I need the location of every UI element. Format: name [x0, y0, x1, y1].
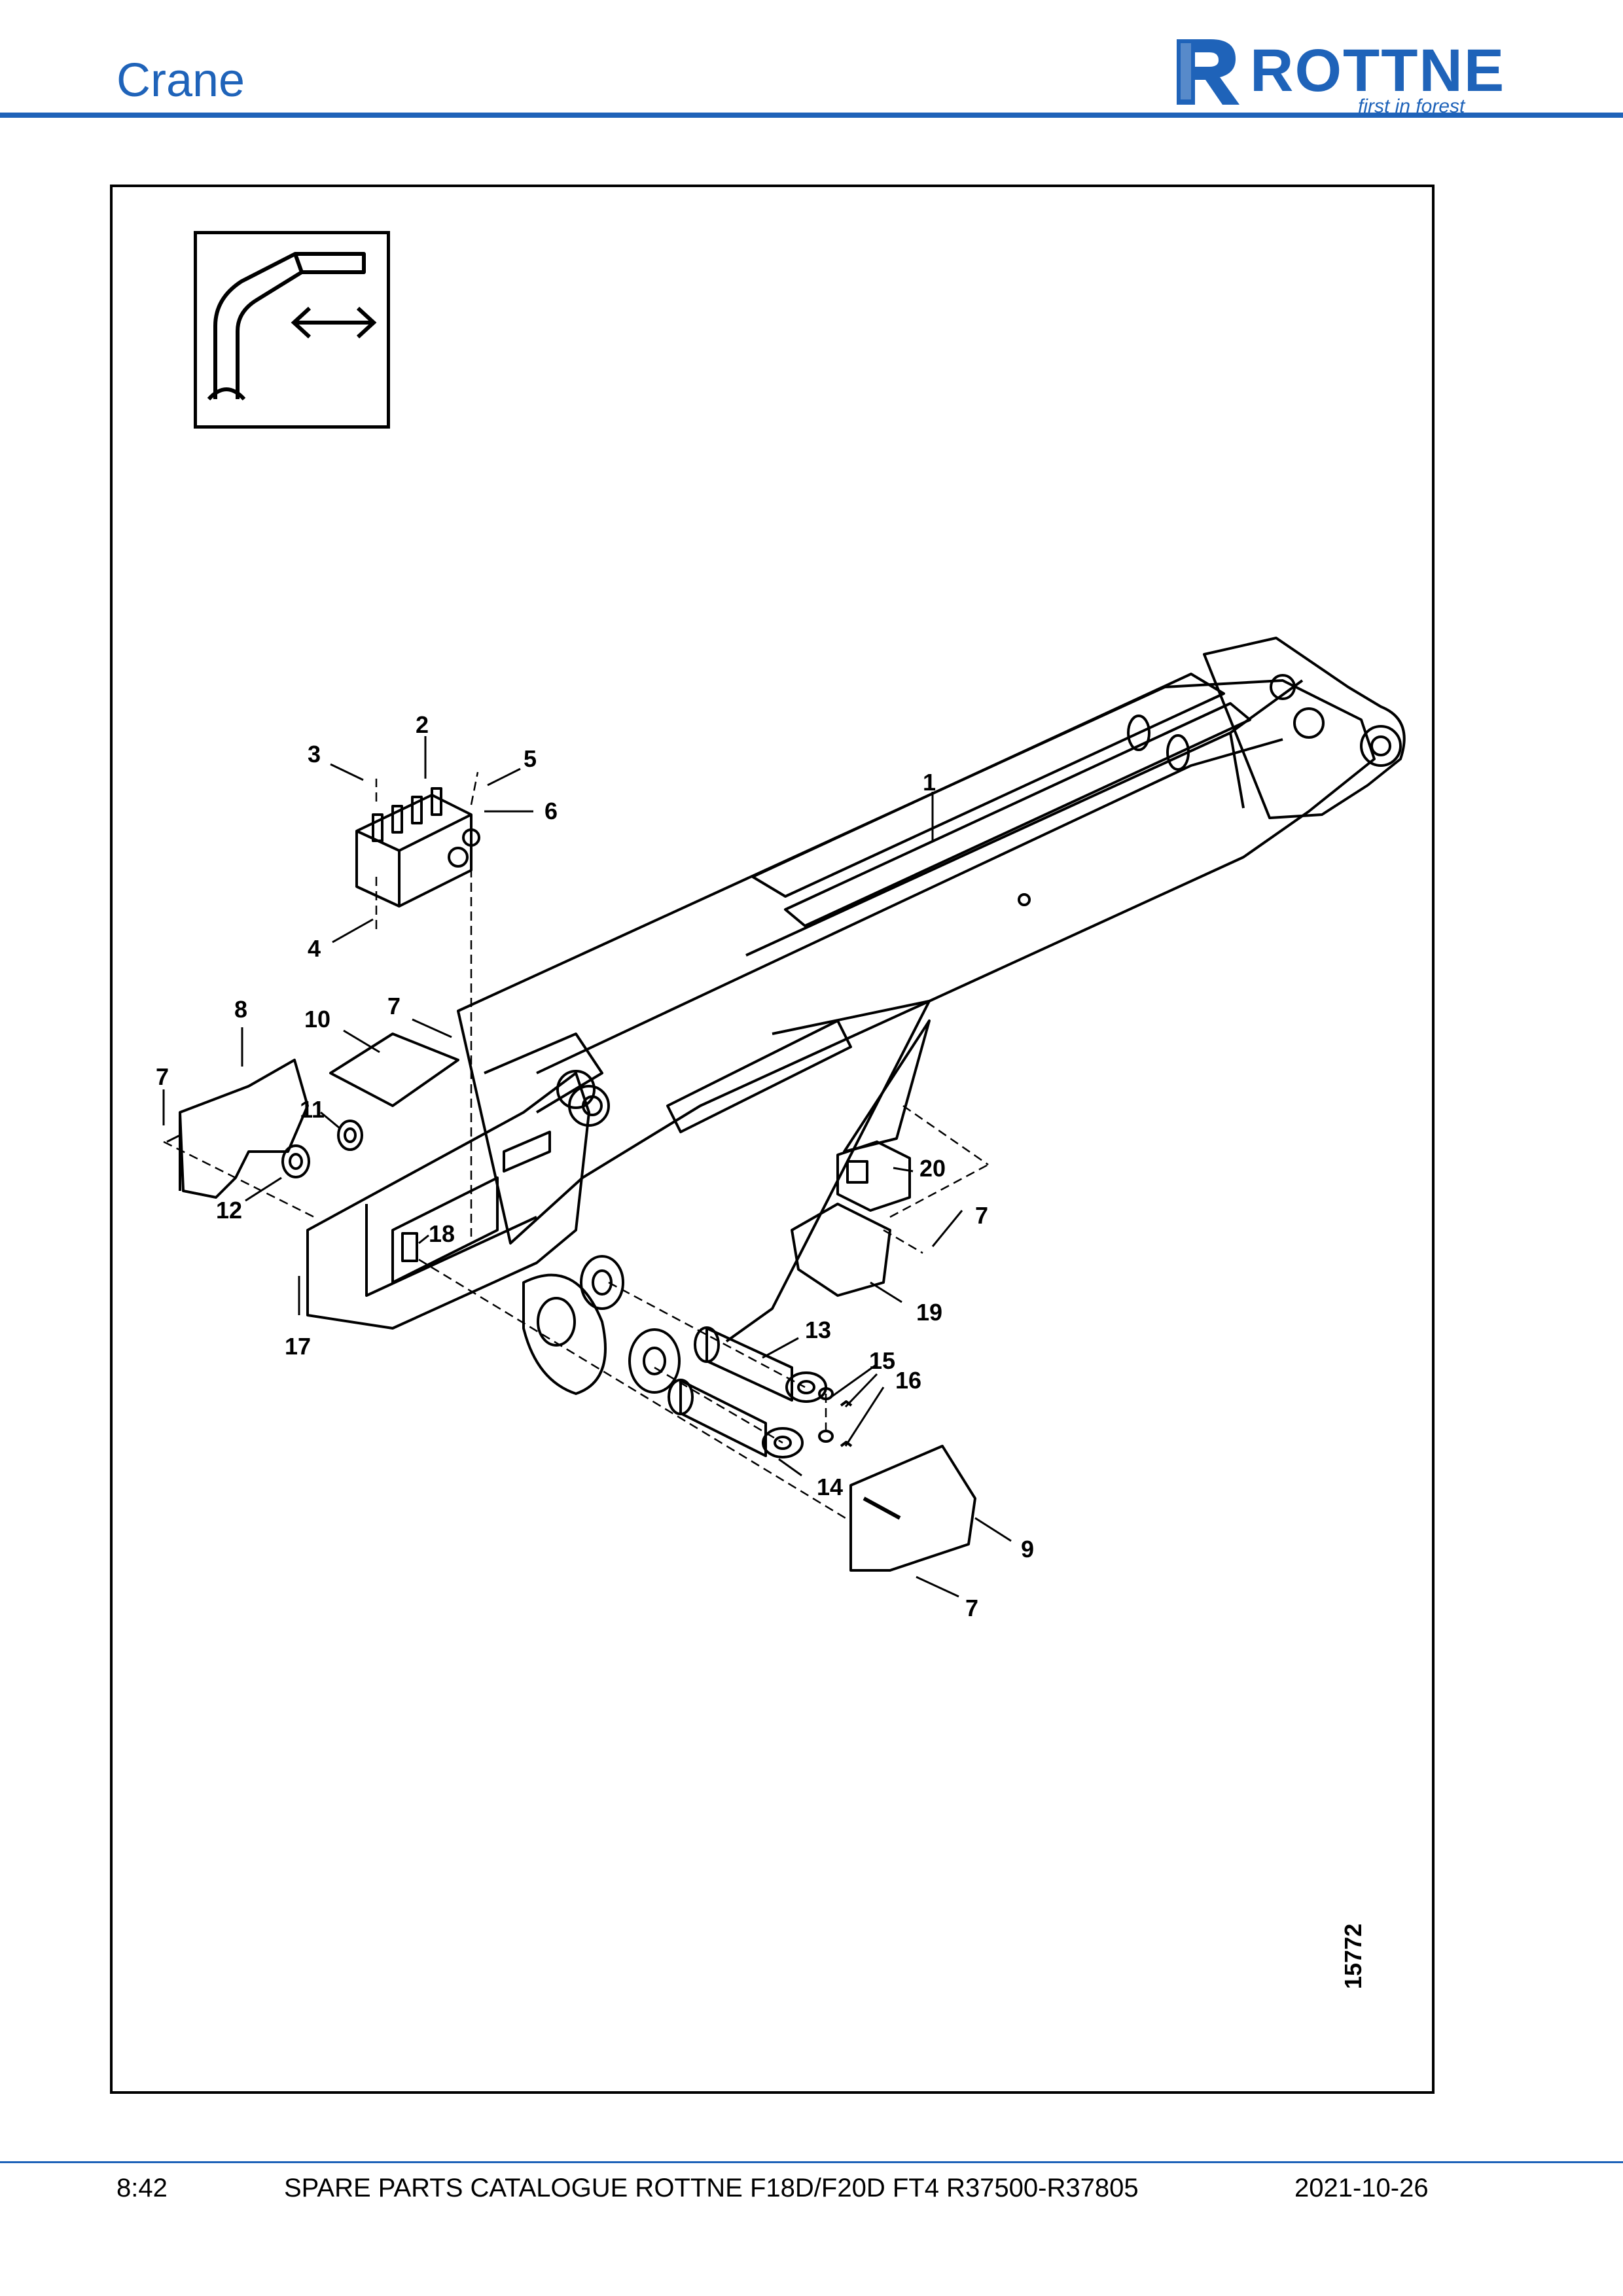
- catalogue-title: SPARE PARTS CATALOGUE ROTTNE F18D/F20D F…: [284, 2174, 1139, 2202]
- callout-11: 11: [300, 1096, 325, 1123]
- callout-18: 18: [429, 1220, 455, 1247]
- page-number: 8:42: [116, 2174, 168, 2202]
- logo-wordmark: ROTTNE: [1250, 37, 1506, 104]
- callout-4: 4: [308, 935, 321, 962]
- valve-block: [355, 794, 473, 908]
- crane-boom-extension-icon: [207, 252, 377, 401]
- callout-7-lower: 7: [965, 1595, 978, 1621]
- figure-frame: [110, 185, 1435, 2094]
- cover-plate-10: [329, 1033, 459, 1107]
- callout-6: 6: [544, 798, 558, 824]
- footer-divider: [0, 2161, 1623, 2163]
- callout-2: 2: [416, 711, 429, 738]
- drawing-number: 15772: [1340, 1924, 1366, 1989]
- callout-3: 3: [308, 741, 321, 768]
- rottne-logo: ROTTNE first in forest: [1171, 34, 1512, 116]
- cover-8: [179, 1059, 309, 1199]
- callout-1: 1: [923, 769, 936, 796]
- callout-7-upper: 7: [387, 993, 401, 1019]
- callout-20: 20: [919, 1155, 946, 1182]
- symbol-box: [194, 231, 390, 429]
- callout-19: 19: [916, 1299, 942, 1326]
- display-box-20: [836, 1140, 911, 1212]
- crane-exploded-view: 1 2 3 4 5 6 7 7 7 7 8 9 10 11 12 13 14 1…: [156, 637, 1406, 1989]
- callout-16: 16: [895, 1367, 921, 1394]
- callout-14: 14: [817, 1474, 843, 1500]
- catalogue-date: 2021-10-26: [1294, 2174, 1429, 2202]
- callout-12: 12: [216, 1197, 242, 1224]
- callout-17: 17: [285, 1333, 311, 1360]
- base-frame: [306, 1072, 590, 1330]
- callout-5: 5: [524, 745, 537, 772]
- bracket-19: [791, 1203, 891, 1297]
- callout-15: 15: [869, 1347, 895, 1374]
- callout-10: 10: [304, 1006, 330, 1033]
- page-title: Crane: [116, 54, 245, 107]
- callout-7-right: 7: [975, 1202, 988, 1229]
- callout-7-left: 7: [156, 1063, 169, 1090]
- callout-8: 8: [234, 996, 247, 1023]
- header-divider: [0, 113, 1623, 118]
- main-boom: [457, 679, 1376, 1245]
- callout-13: 13: [805, 1316, 831, 1343]
- cover-9: [849, 1445, 976, 1572]
- callout-9: 9: [1021, 1536, 1034, 1563]
- rottne-r-mark-icon: [1177, 39, 1240, 105]
